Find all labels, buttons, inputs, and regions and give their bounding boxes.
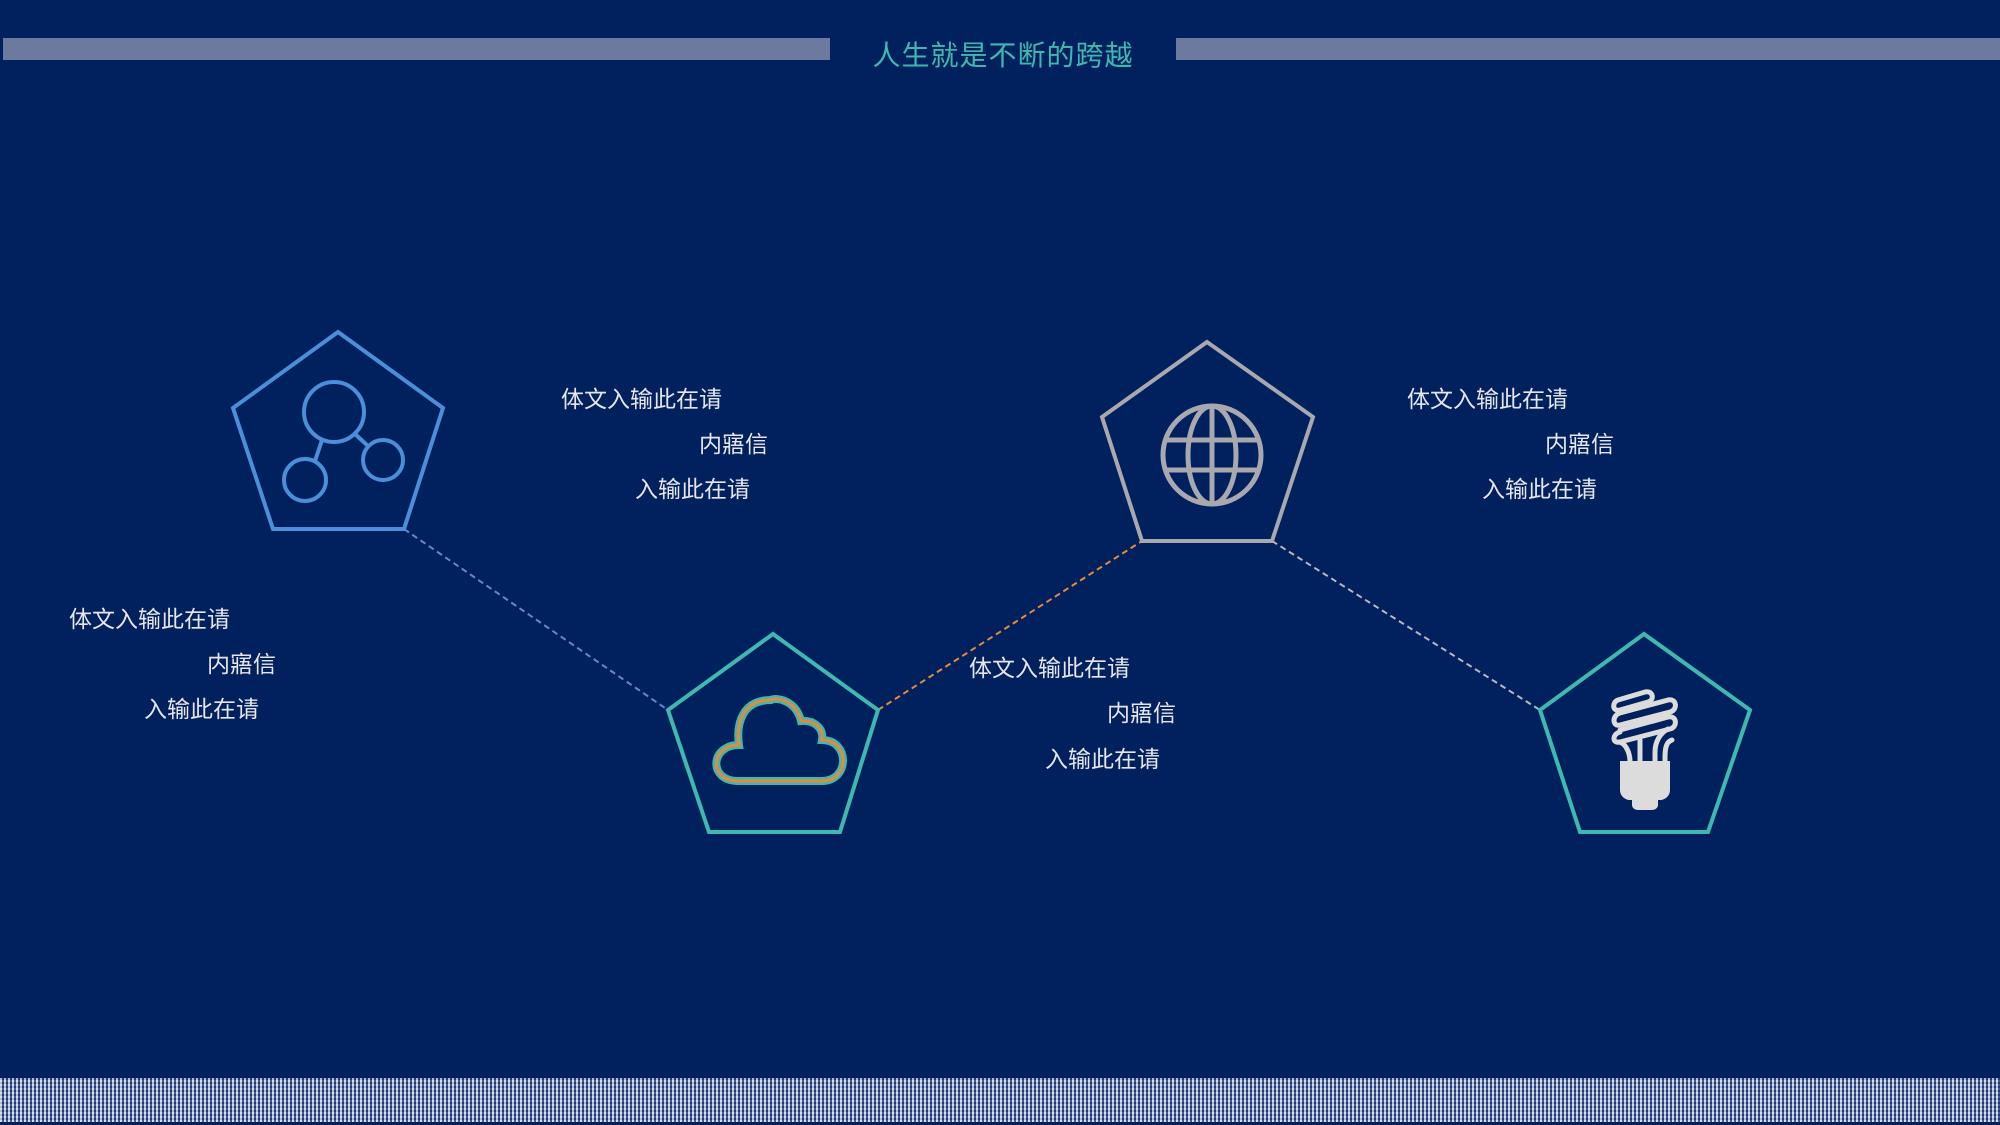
pentagon-1 xyxy=(230,329,446,531)
text-block-4-line1: 体文入输此在请 xyxy=(1407,387,1568,413)
text-block-3-line3: 入输此在请 xyxy=(1045,747,1160,773)
connector-1 xyxy=(403,528,669,711)
text-block-4-line3: 入输此在请 xyxy=(1482,477,1597,503)
text-block-3-line2: 内寤信 xyxy=(1107,701,1176,727)
header-bar-right xyxy=(1176,38,2000,60)
pentagon-2 xyxy=(665,631,881,834)
text-block-2-line2: 内寤信 xyxy=(207,652,276,678)
text-block-1-line1: 体文入输此在请 xyxy=(561,387,722,413)
text-block-4-line2: 内寤信 xyxy=(1545,432,1614,458)
text-block-1-line3: 入输此在请 xyxy=(635,477,750,503)
network-icon xyxy=(282,380,405,503)
pentagon-4 xyxy=(1537,631,1753,834)
text-block-2-line3: 入输此在请 xyxy=(144,697,259,723)
footer-pattern-strip xyxy=(0,1078,2000,1122)
text-block-1-line2: 内寤信 xyxy=(699,432,768,458)
page-title: 人生就是不断的跨越 xyxy=(872,39,1134,72)
text-block-3-line1: 体文入输此在请 xyxy=(969,656,1130,682)
lightbulb-icon xyxy=(1611,689,1678,810)
header-bar-left xyxy=(3,38,830,60)
text-block-2-line1: 体文入输此在请 xyxy=(69,607,230,633)
cloud-icon xyxy=(712,695,847,785)
connector-2 xyxy=(877,540,1143,711)
globe-icon xyxy=(1160,403,1264,507)
connector-3 xyxy=(1271,540,1541,711)
pentagon-3 xyxy=(1099,339,1316,543)
